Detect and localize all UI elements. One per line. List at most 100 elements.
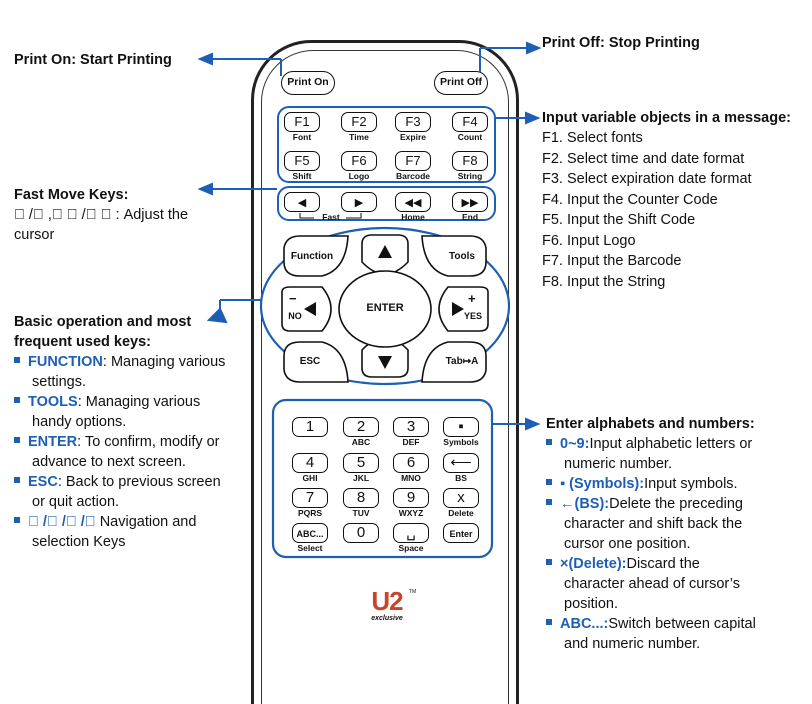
alpha-item: ▪ (Symbols):Input symbols. xyxy=(546,474,808,494)
basic-item-key: ESC xyxy=(28,474,58,490)
yes-label: YES xyxy=(463,311,482,321)
basic-item: TOOLS: Managing various xyxy=(14,392,254,412)
bullet-icon xyxy=(546,559,552,566)
keypad-key-1[interactable]: 2 xyxy=(343,417,379,437)
keypad-key-11[interactable]: x xyxy=(443,488,479,508)
print-off-button[interactable]: Print Off xyxy=(434,71,488,95)
fkey-f1-button[interactable]: F1 xyxy=(284,112,320,132)
fkey-f7-button[interactable]: F7 xyxy=(395,151,431,171)
keypad-key-sublabel: Delete xyxy=(448,508,474,518)
fkeys-highlight xyxy=(277,106,496,183)
keypad-key-12[interactable]: ABC... xyxy=(292,523,328,543)
bullet-icon xyxy=(14,477,20,484)
keypad-key-15[interactable]: Enter xyxy=(443,523,479,543)
fkey-sublabel: Barcode xyxy=(395,171,430,181)
basic-item: ENTER: To confirm, modify or xyxy=(14,432,254,452)
keypad-key-7[interactable]: ⟵ xyxy=(443,453,479,473)
variable-item: F1. Select fonts xyxy=(542,130,643,146)
fkey-f8-button[interactable]: F8 xyxy=(452,151,488,171)
keypad-key-5[interactable]: 5 xyxy=(343,453,379,473)
keypad-key-sublabel: GHI xyxy=(302,473,318,483)
tm-mark: TM xyxy=(409,589,417,595)
minus-label: − xyxy=(289,291,297,306)
keypad-key-label: 1 xyxy=(305,418,315,435)
keypad-key-6[interactable]: 6 xyxy=(393,453,429,473)
fkey-f3-button[interactable]: F3 xyxy=(395,112,431,132)
keypad-key-label: 8 xyxy=(356,489,366,506)
up-arrow-icon xyxy=(378,245,392,258)
basic-item:  / / / Navigation and xyxy=(14,512,254,532)
fkey-f6-button[interactable]: F6 xyxy=(341,151,377,171)
basic-item-key:  / / / xyxy=(28,514,96,530)
keypad-key-3[interactable]: ▪ xyxy=(443,417,479,437)
end-button[interactable]: ▶▶ xyxy=(452,192,488,212)
keypad-key-label: 4 xyxy=(305,454,315,471)
fkey-f4-button[interactable]: F4 xyxy=(452,112,488,132)
variable-item: F2. Select time and date format xyxy=(542,150,745,167)
fast-move-callout: Fast Move Keys:  / ,  /  : Adjust … xyxy=(14,187,188,243)
keypad-key-13[interactable]: 0 xyxy=(343,523,379,543)
keypad-key-label: 3 xyxy=(406,418,416,435)
alpha-callout: Enter alphabets and numbers: 0~9:Input a… xyxy=(546,414,808,654)
tab-button xyxy=(421,341,487,383)
fast-left-button[interactable]: ◀ xyxy=(284,192,320,212)
keypad-key-label: 6 xyxy=(406,454,416,471)
fast-label: Fast xyxy=(322,212,340,222)
variable-item: F5. Input the Shift Code xyxy=(542,212,696,228)
alpha-item-cont: and numeric number. xyxy=(564,636,701,652)
alpha-item: ←(BS):Delete the preceding xyxy=(546,494,808,514)
no-label: NO xyxy=(288,311,302,321)
keypad-key-sublabel: MNO xyxy=(401,473,421,483)
left-arrow-icon xyxy=(304,302,316,316)
brand-logo: U2 exclusive xyxy=(371,586,403,622)
keypad-key-label: 0 xyxy=(356,524,366,541)
alpha-item-cont: character ahead of cursor’s xyxy=(564,576,740,592)
keypad-key-9[interactable]: 8 xyxy=(343,488,379,508)
basic-item-text: : Managing various xyxy=(77,394,201,410)
keypad-key-label: ▪ xyxy=(458,418,464,435)
keypad-key-4[interactable]: 4 xyxy=(292,453,328,473)
fast-right-button[interactable]: ▶ xyxy=(341,192,377,212)
keypad-key-sublabel: Space xyxy=(398,543,424,553)
function-button xyxy=(283,235,349,277)
fkey-label: F3 xyxy=(405,114,421,129)
plus-label: + xyxy=(468,291,476,306)
tab-label: Tab↦A xyxy=(445,356,479,367)
basic-item-cont: settings. xyxy=(32,374,86,390)
keypad-key-10[interactable]: 9 xyxy=(393,488,429,508)
basic-item-key: ENTER xyxy=(28,434,78,450)
fkey-label: F2 xyxy=(351,114,367,129)
alpha-item-text: Input symbols. xyxy=(644,476,738,492)
fkey-f2-button[interactable]: F2 xyxy=(341,112,377,132)
basic-item-key: TOOLS xyxy=(28,394,78,410)
fkey-sublabel: Shift xyxy=(292,171,312,181)
keypad-key-sublabel: JKL xyxy=(352,473,370,483)
nav-highlight-ellipse xyxy=(259,226,511,386)
keypad-key-14[interactable]: ␣ xyxy=(393,523,429,543)
keypad-key-0[interactable]: 1 xyxy=(292,417,328,437)
fkey-sublabel: Font xyxy=(292,132,312,142)
keypad-key-label: 2 xyxy=(356,418,366,435)
basic-item-key: FUNCTION xyxy=(28,354,103,370)
bullet-icon xyxy=(546,499,552,506)
fkey-sublabel: Count xyxy=(457,132,483,142)
home-button[interactable]: ◀◀ xyxy=(395,192,431,212)
keypad-key-sublabel: Select xyxy=(297,543,323,553)
alpha-item-key: 0~9: xyxy=(560,436,590,452)
keypad-key-sublabel: PQRS xyxy=(297,508,323,518)
fkey-sublabel: String xyxy=(457,171,483,181)
alpha-item-cont: position. xyxy=(564,596,619,612)
variable-item: F4. Input the Counter Code xyxy=(542,191,718,208)
keypad-key-2[interactable]: 3 xyxy=(393,417,429,437)
keypad-highlight xyxy=(271,398,494,559)
alpha-item-cont: cursor one position. xyxy=(564,536,691,552)
esc-label: ESC xyxy=(299,356,321,367)
bullet-icon xyxy=(14,517,20,524)
fkey-f5-button[interactable]: F5 xyxy=(284,151,320,171)
variable-item: F7. Input the Barcode xyxy=(542,253,682,269)
print-on-button[interactable]: Print On xyxy=(281,71,335,95)
keypad-key-8[interactable]: 7 xyxy=(292,488,328,508)
alpha-item-text: Input alphabetic letters or xyxy=(589,436,753,452)
keypad-key-sublabel: WXYZ xyxy=(398,508,424,518)
